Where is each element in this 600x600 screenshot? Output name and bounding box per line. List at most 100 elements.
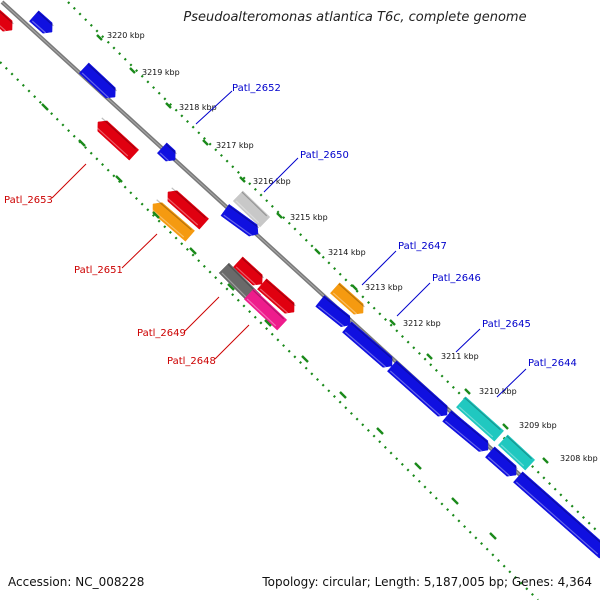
gene-blue-a-highlight <box>318 305 345 327</box>
gene-blue-a[interactable] <box>315 295 351 327</box>
gene-patl-2644-shadow <box>506 435 533 460</box>
gene-patl-2653[interactable] <box>97 120 140 161</box>
gene-red-edge[interactable] <box>0 9 13 32</box>
gene-patl-2652[interactable] <box>78 62 116 99</box>
gene-patl-2645[interactable] <box>455 396 505 442</box>
gene-patl-2653-shadow <box>101 117 136 150</box>
tick-mark-outer <box>165 102 172 109</box>
tick-mark-outer <box>276 212 283 219</box>
gene-patl-2651[interactable] <box>152 202 195 242</box>
label-leader-line <box>214 324 250 360</box>
tick-mark-outer <box>426 353 433 360</box>
gene-patl-2649-red[interactable] <box>232 256 263 286</box>
gene-blue-long[interactable] <box>513 471 600 559</box>
label-leader-line <box>496 368 527 398</box>
gene-label-patl-2651[interactable]: Patl_2651 <box>74 265 123 276</box>
gene-small-blue-shadow <box>165 143 178 155</box>
gene-patl-2651-shadow <box>156 199 192 231</box>
gene-red-lower-highlight <box>259 288 289 314</box>
gene-label-patl-2644[interactable]: Patl_2644 <box>528 358 577 369</box>
gene-patl-2652-highlight <box>81 72 110 99</box>
tick-mark-inner <box>451 497 459 505</box>
tick-mark-outer <box>239 176 246 183</box>
gene-patl-2649-shadow <box>227 263 259 295</box>
gene-patl-2650-gray[interactable] <box>232 190 271 228</box>
tick-mark-outer <box>314 248 321 255</box>
gene-patl-2649-red-shadow <box>241 257 264 279</box>
gene-patl-2647-highlight <box>332 292 358 315</box>
gene-patl-2654-shadow <box>37 11 54 27</box>
tick-label: 3218 kbp <box>179 103 217 112</box>
tick-label: 3214 kbp <box>328 248 366 257</box>
gene-blue-d[interactable] <box>485 446 517 477</box>
gene-patl-2650-highlight <box>223 214 253 237</box>
gene-patl-2653-highlight <box>95 126 129 157</box>
gene-patl-2644-highlight <box>500 444 525 467</box>
gene-label-patl-2648[interactable]: Patl_2648 <box>167 356 216 367</box>
gene-patl-2654[interactable] <box>28 10 53 34</box>
gene-blue-b[interactable] <box>386 360 448 417</box>
gene-label-patl-2650[interactable]: Patl_2650 <box>300 150 349 161</box>
label-leader-line <box>361 250 397 286</box>
tick-label: 3210 kbp <box>479 387 517 396</box>
gene-small-blue[interactable] <box>156 142 176 162</box>
gene-features <box>0 9 600 559</box>
gene-blue-d-shadow <box>493 447 518 470</box>
gene-patl-2645-highlight <box>458 406 494 438</box>
tick-mark-inner <box>376 427 384 435</box>
gene-patl-2644[interactable] <box>497 434 536 471</box>
gene-label-patl-2646[interactable]: Patl_2646 <box>432 273 481 284</box>
gene-blue-c-shadow <box>450 411 490 445</box>
tick-mark-inner <box>115 175 123 183</box>
tick-mark-outer <box>96 34 103 41</box>
tick-label: 3215 kbp <box>290 213 328 222</box>
gene-patl-2651-highlight <box>150 208 185 238</box>
gene-patl-2646[interactable] <box>342 321 393 368</box>
tick-label: 3220 kbp <box>107 31 145 40</box>
gene-patl-2645-shadow <box>464 397 501 431</box>
gene-patl-2652-shadow <box>87 63 118 92</box>
tick-mark-inner <box>414 462 422 470</box>
tick-mark-outer <box>464 388 471 395</box>
gene-label-patl-2645[interactable]: Patl_2645 <box>482 319 531 330</box>
gene-patl-2646-shadow <box>350 322 394 361</box>
gene-red-mid[interactable] <box>167 190 210 230</box>
tick-label: 3211 kbp <box>441 352 479 361</box>
gene-label-patl-2649[interactable]: Patl_2649 <box>137 328 186 339</box>
tick-label: 3219 kbp <box>142 68 180 77</box>
gene-red-lower-shadow <box>265 279 296 307</box>
label-leader-line <box>121 233 158 269</box>
gene-labels: Patl_2652 Patl_2650 Patl_2647 Patl_2646 … <box>4 83 577 369</box>
tick-label: 3212 kbp <box>403 319 441 328</box>
gene-blue-a-shadow <box>323 296 352 320</box>
tick-marks <box>41 34 549 540</box>
gene-blue-c-highlight <box>445 420 483 452</box>
gene-patl-2647-shadow <box>338 283 365 308</box>
tick-mark-inner <box>41 103 49 111</box>
tick-mark-inner <box>189 247 197 255</box>
gene-patl-2654-highlight <box>31 20 47 34</box>
gene-patl-2646-highlight <box>344 331 387 368</box>
gene-patl-2648-shadow <box>252 289 285 320</box>
tick-mark-inner <box>264 319 272 327</box>
tick-mark-inner <box>339 391 347 399</box>
gene-red-lower[interactable] <box>257 278 295 314</box>
gene-patl-2650-shadow <box>227 204 260 229</box>
gene-red-mid-shadow <box>171 187 206 219</box>
gene-blue-b-shadow <box>395 361 449 410</box>
tick-label: 3208 kbp <box>560 454 598 463</box>
gene-patl-2649-highlight <box>221 272 251 302</box>
tick-mark-outer <box>542 457 549 464</box>
gene-patl-2650[interactable] <box>220 203 259 237</box>
gene-label-patl-2647[interactable]: Patl_2647 <box>398 241 447 252</box>
gene-small-blue-highlight <box>159 152 170 162</box>
tick-mark-outer <box>502 423 509 430</box>
gene-label-patl-2653[interactable]: Patl_2653 <box>4 195 53 206</box>
gene-blue-c[interactable] <box>442 410 489 452</box>
accession-text: Accession: NC_008228 <box>8 575 145 589</box>
gene-patl-2647[interactable] <box>329 282 364 315</box>
label-leader-line <box>455 328 481 353</box>
tick-mark-inner <box>152 211 160 219</box>
gene-label-patl-2652[interactable]: Patl_2652 <box>232 83 281 94</box>
